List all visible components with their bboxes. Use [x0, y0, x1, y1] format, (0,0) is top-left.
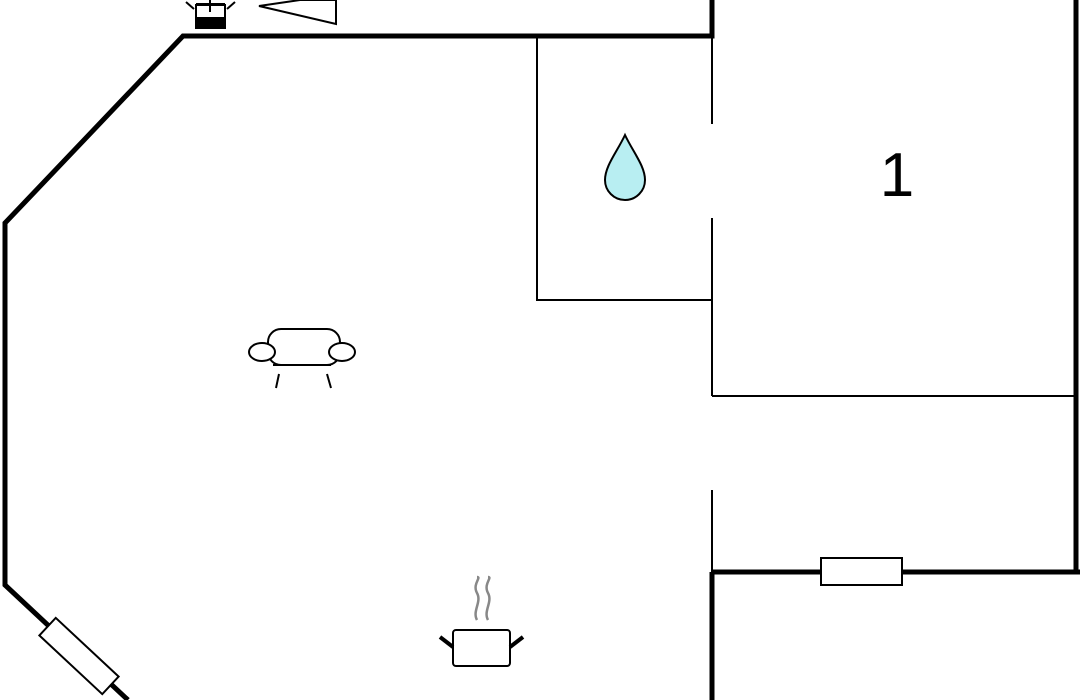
outer-wall-main	[2, 0, 715, 700]
interior-walls	[536, 36, 1076, 572]
room-number-1: 1	[880, 141, 914, 210]
bathroom-wall	[536, 36, 712, 301]
person-at-door-icon	[185, 0, 236, 29]
cooking-pot-icon	[438, 575, 525, 667]
window-diagonal	[37, 616, 121, 696]
camera-view-cone-icon	[258, 0, 337, 26]
water-drop-icon	[603, 132, 647, 201]
windows	[37, 557, 903, 696]
sofa-icon	[248, 328, 356, 389]
window-bottom-right	[820, 557, 903, 586]
